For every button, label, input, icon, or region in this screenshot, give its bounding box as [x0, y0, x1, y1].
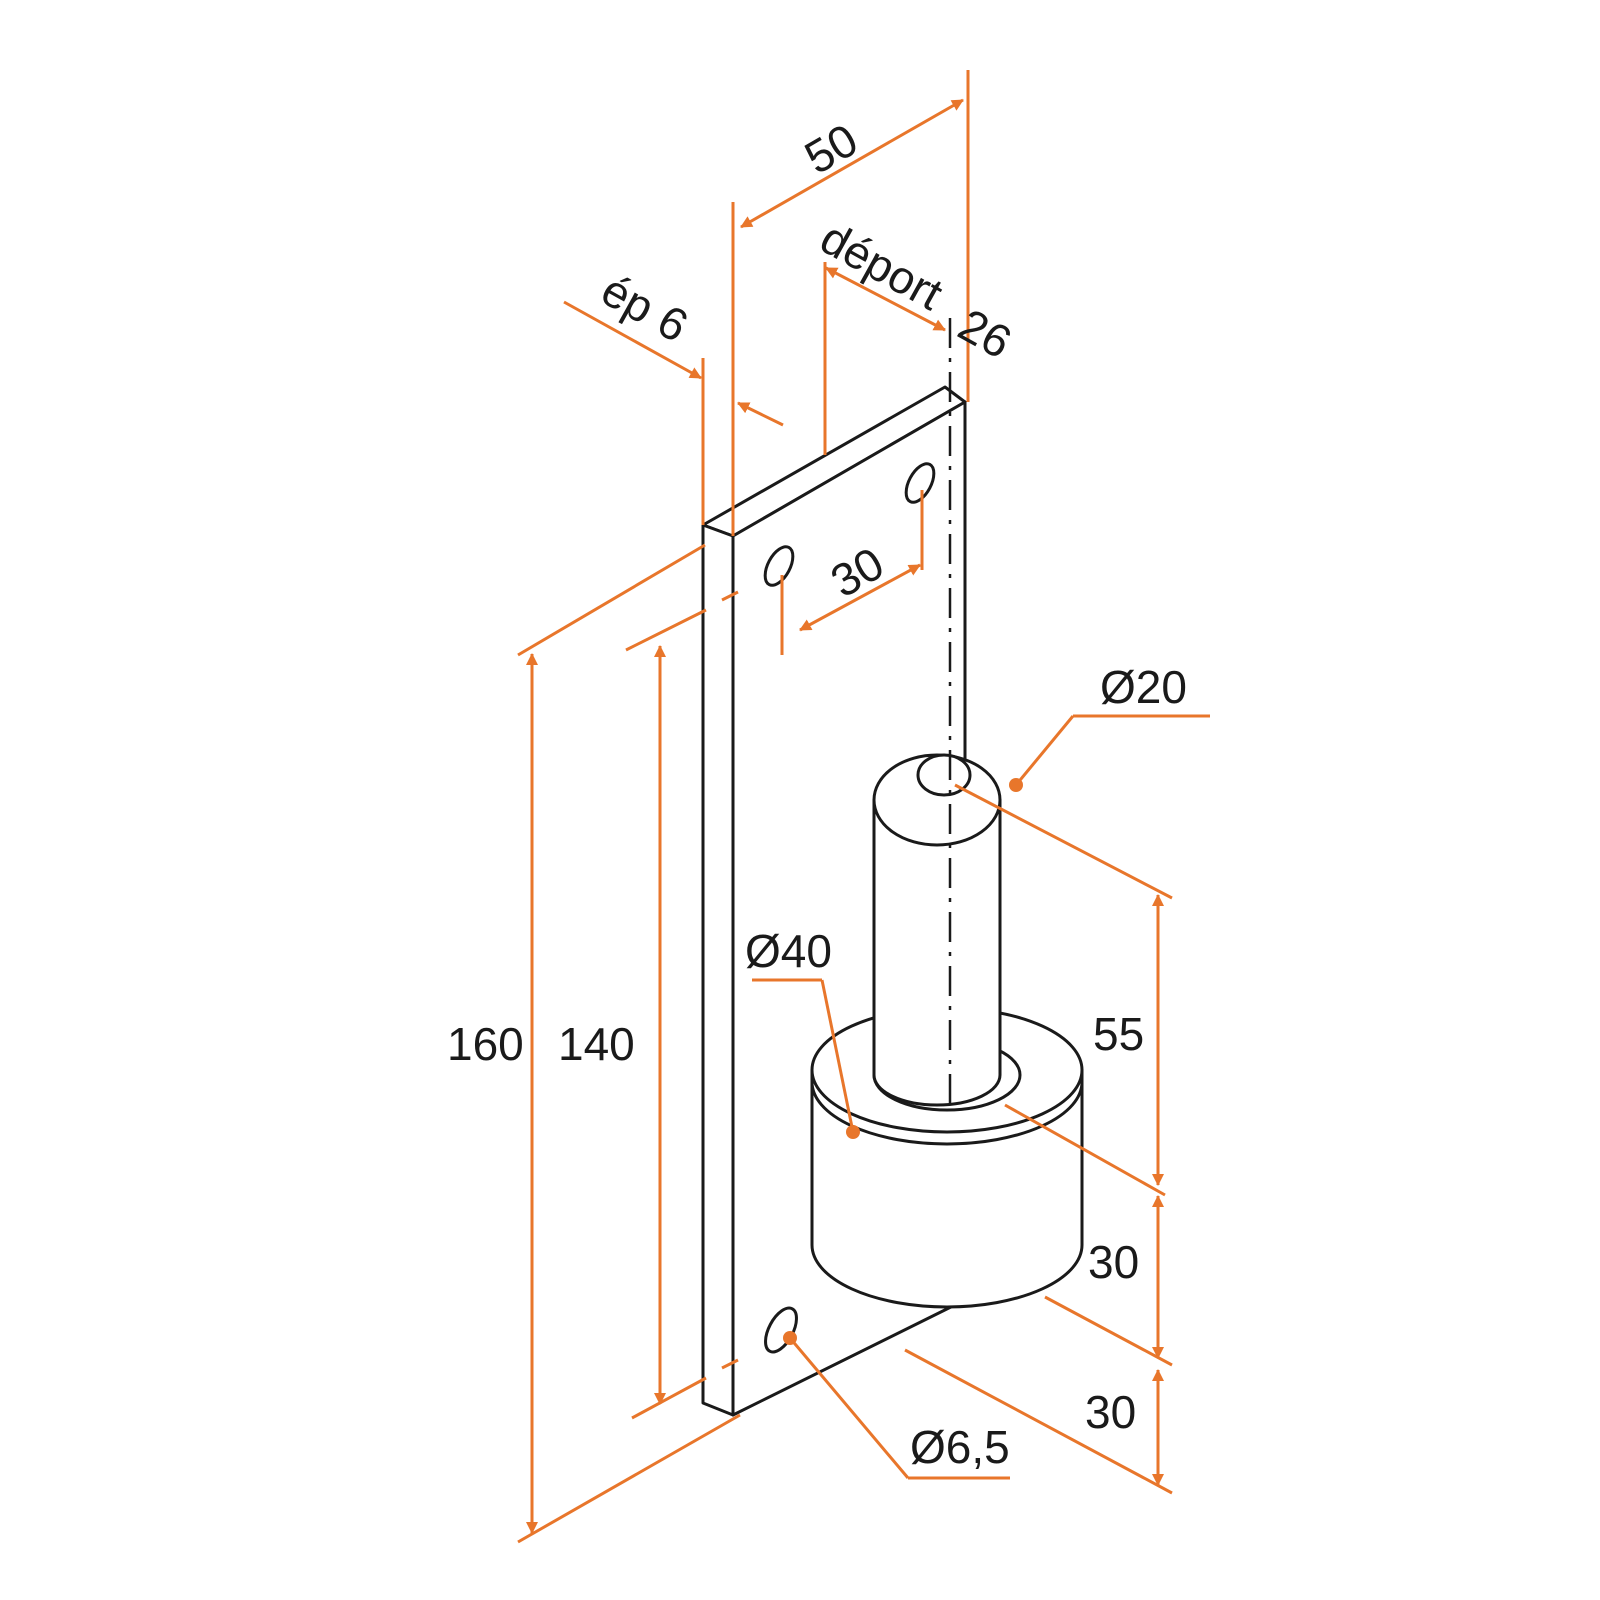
mounting-holes	[763, 462, 936, 1354]
collar-body	[810, 1068, 1084, 1309]
dim-hole-spacing	[799, 563, 921, 632]
label-hole-pitch: 140	[558, 1018, 635, 1070]
ext-line-140-top-dash	[721, 590, 739, 602]
ext-line-140-top	[625, 608, 707, 652]
label-width: 50	[796, 113, 866, 184]
leader-hole-diameter	[788, 1337, 910, 1479]
label-pin-diameter: Ø20	[1100, 661, 1187, 713]
label-thickness: ép 6	[593, 263, 697, 352]
plate-side-face	[701, 523, 735, 1417]
leader-hole-diameter-dot	[783, 1331, 797, 1345]
label-hole-diameter: Ø6,5	[910, 1421, 1010, 1473]
ext-line-140-bottom-dash	[721, 1358, 739, 1370]
hole-top-left	[763, 545, 795, 587]
ext-line-collar-bottom	[1044, 1295, 1173, 1367]
leader-collar-diameter	[820, 979, 855, 1133]
dim-offset	[825, 266, 946, 332]
label-offset: déport	[812, 211, 951, 320]
label-offset-value: 26	[950, 298, 1020, 368]
label-collar-height: 30	[1088, 1236, 1139, 1288]
hole-top-right	[904, 462, 936, 504]
dim-thickness-arrow-inner	[737, 401, 784, 427]
ext-line-55-top	[954, 783, 1173, 900]
collar-chamfer-ring	[810, 1081, 1084, 1146]
label-base-offset: 30	[1085, 1386, 1136, 1438]
pin-body	[872, 798, 1002, 1107]
leader-collar-diameter-dot	[846, 1125, 860, 1139]
leader-pin-diameter	[1014, 715, 1075, 786]
dim-width	[740, 98, 964, 229]
ext-line-140-bottom	[631, 1376, 707, 1420]
label-plate-height: 160	[447, 1018, 524, 1070]
dimension-lines	[517, 70, 1210, 1544]
ext-line-160-bottom	[517, 1413, 741, 1544]
pin-cylinder	[872, 753, 1002, 1107]
ext-line-base-bottom	[904, 1348, 1173, 1495]
leader-pin-diameter-dot	[1009, 778, 1023, 792]
ext-line-160-top	[517, 543, 706, 657]
label-collar-diameter: Ø40	[745, 925, 832, 977]
dim-thickness-leader	[563, 300, 702, 380]
ext-line-55-bottom	[1004, 1103, 1166, 1197]
label-pin-length: 55	[1093, 1008, 1144, 1060]
